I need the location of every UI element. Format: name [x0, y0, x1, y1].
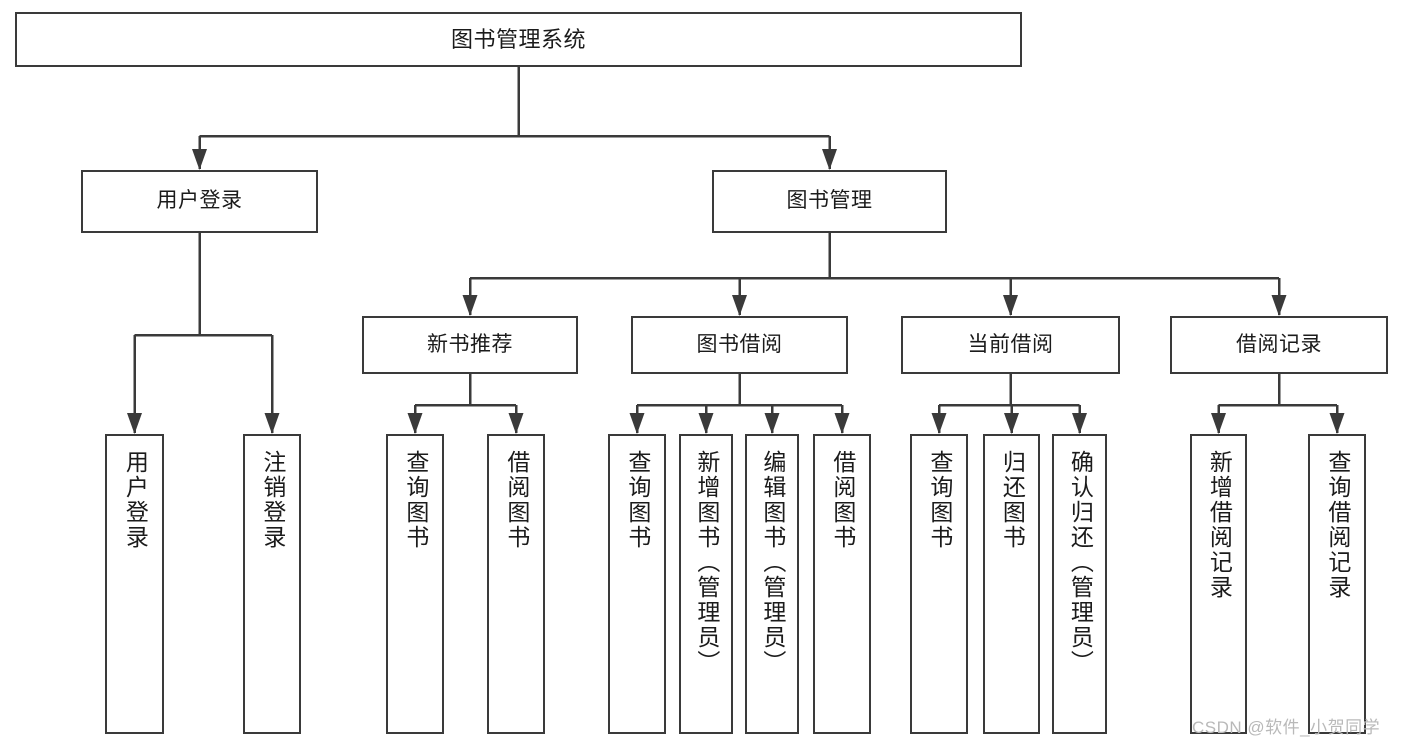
node-leaf-user-logout-label: 注销登录: [259, 450, 286, 550]
node-book-manage[interactable]: 图书管理: [712, 170, 947, 233]
node-leaf-add-book[interactable]: 新增图书（管理员）: [679, 434, 733, 734]
node-leaf-return-book-label: 归还图书: [999, 450, 1026, 550]
node-leaf-confirm-return-label: 确认归还（管理员）: [1067, 450, 1094, 675]
node-book-borrow[interactable]: 图书借阅: [631, 316, 848, 374]
node-leaf-query-book-3[interactable]: 查询图书: [910, 434, 968, 734]
node-new-book-recommend-label: 新书推荐: [427, 332, 513, 356]
node-leaf-borrow-book-1-label: 借阅图书: [503, 450, 530, 550]
node-leaf-borrow-book-2[interactable]: 借阅图书: [813, 434, 871, 734]
node-leaf-query-record[interactable]: 查询借阅记录: [1308, 434, 1366, 734]
node-leaf-add-book-label: 新增图书（管理员）: [693, 450, 720, 675]
node-leaf-query-book-2-label: 查询图书: [624, 450, 651, 550]
node-leaf-add-record-label: 新增借阅记录: [1206, 450, 1233, 600]
node-leaf-user-logout[interactable]: 注销登录: [243, 434, 301, 734]
node-leaf-edit-book-label: 编辑图书（管理员）: [759, 450, 786, 675]
node-leaf-query-book-1-label: 查询图书: [402, 450, 429, 550]
node-leaf-query-book-2[interactable]: 查询图书: [608, 434, 666, 734]
node-leaf-edit-book[interactable]: 编辑图书（管理员）: [745, 434, 799, 734]
watermark-text: CSDN @软件_小贺同学: [1192, 718, 1381, 737]
node-leaf-confirm-return[interactable]: 确认归还（管理员）: [1052, 434, 1107, 734]
node-current-borrow[interactable]: 当前借阅: [901, 316, 1120, 374]
node-new-book-recommend[interactable]: 新书推荐: [362, 316, 578, 374]
node-leaf-query-book-3-label: 查询图书: [926, 450, 953, 550]
node-leaf-return-book[interactable]: 归还图书: [983, 434, 1040, 734]
node-leaf-borrow-book-1[interactable]: 借阅图书: [487, 434, 545, 734]
node-user-login-label: 用户登录: [156, 189, 243, 213]
node-leaf-query-record-label: 查询借阅记录: [1324, 450, 1351, 600]
node-borrow-record[interactable]: 借阅记录: [1170, 316, 1388, 374]
node-leaf-user-login[interactable]: 用户登录: [105, 434, 164, 734]
node-current-borrow-label: 当前借阅: [967, 332, 1054, 356]
node-leaf-user-login-label: 用户登录: [122, 450, 149, 550]
node-leaf-query-book-1[interactable]: 查询图书: [386, 434, 444, 734]
node-root-label: 图书管理系统: [450, 26, 586, 52]
node-root[interactable]: 图书管理系统: [15, 12, 1022, 67]
node-book-borrow-label: 图书借阅: [696, 332, 783, 356]
node-borrow-record-label: 借阅记录: [1236, 332, 1322, 356]
node-leaf-add-record[interactable]: 新增借阅记录: [1190, 434, 1247, 734]
node-book-manage-label: 图书管理: [786, 189, 873, 213]
node-user-login[interactable]: 用户登录: [81, 170, 318, 233]
node-leaf-borrow-book-2-label: 借阅图书: [829, 450, 856, 550]
